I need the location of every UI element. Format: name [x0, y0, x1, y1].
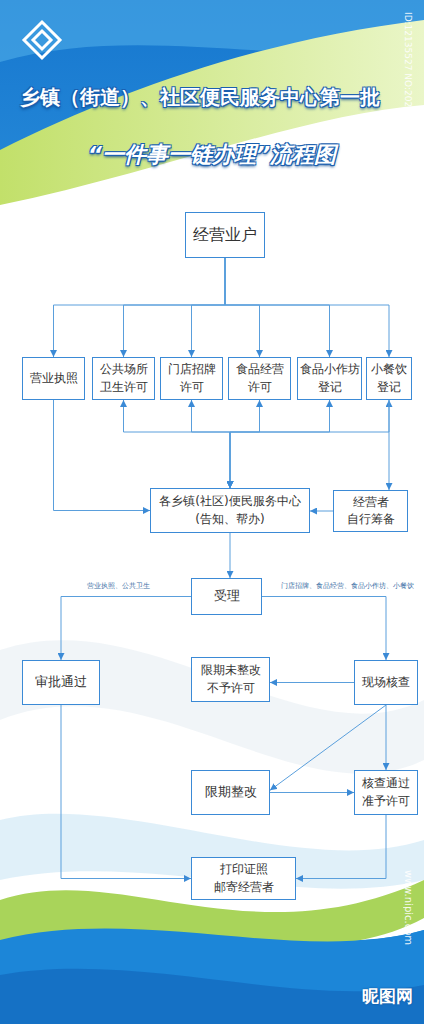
- box-text: 食品经营 许可: [229, 361, 290, 396]
- connector-arrow: [262, 597, 386, 661]
- box-text: 审批通过: [35, 673, 87, 692]
- box-text: 受理: [214, 587, 240, 606]
- edge-label: 门店招牌、食品经营、食品小作坊、小餐饮: [281, 581, 414, 591]
- connector-arrow: [225, 258, 330, 357]
- process-box: 经营者 自行筹备: [333, 490, 408, 532]
- connector-arrow: [270, 682, 354, 683]
- connector-arrow: [61, 597, 191, 661]
- box-text: 限期整改: [205, 783, 257, 802]
- process-box: 门店招牌 许可: [160, 357, 223, 400]
- box-text: 限期未整改 不予许可: [192, 662, 269, 697]
- connector-arrow: [192, 258, 226, 357]
- connector-arrow: [54, 258, 226, 357]
- watermark-id: ID:12135527 NO:20201004110051744000: [403, 12, 413, 205]
- connector-arrow: [230, 400, 260, 488]
- logo: [24, 22, 60, 58]
- connector-arrow: [389, 400, 390, 490]
- box-text: 食品小作坊 登记: [298, 361, 361, 396]
- process-box: 限期未整改 不予许可: [191, 657, 270, 702]
- connector-arrow: [230, 400, 389, 488]
- box-text: 经营者 自行筹备: [334, 494, 407, 529]
- start-box: 经营业户: [185, 212, 265, 258]
- connector-arrow: [124, 258, 226, 357]
- connector-arrow: [230, 400, 330, 488]
- process-box: 食品小作坊 登记: [297, 357, 362, 400]
- connector-arrow: [386, 705, 387, 770]
- connector-arrow: [230, 533, 231, 578]
- process-box: 营业执照: [22, 357, 85, 400]
- poster-title: 乡镇（街道）、社区便民服务中心第一批: [20, 84, 380, 111]
- box-text: 各乡镇(社区)便民服务中心 (告知、帮办): [151, 493, 309, 528]
- box-text: 营业执照: [30, 370, 78, 387]
- watermark-site: www.nipic.com: [403, 870, 414, 945]
- process-box: 审批通过: [22, 660, 100, 705]
- connector-arrow: [310, 511, 333, 512]
- process-box: 限期整改: [191, 770, 270, 815]
- poster-subtitle: “一件事一链办理”流程图: [0, 140, 424, 170]
- process-box: 小餐饮 登记: [366, 357, 412, 400]
- connector-arrow: [54, 400, 151, 511]
- connector-arrow: [61, 705, 191, 879]
- box-text: 公共场所 卫生许可: [93, 361, 154, 396]
- connector-arrow: [124, 400, 231, 488]
- process-box: 现场核查: [354, 660, 418, 705]
- process-box: 食品经营 许可: [228, 357, 291, 400]
- watermark-brand: 昵图网: [362, 985, 413, 1008]
- connector-arrow: [192, 400, 231, 488]
- box-text: 核查通过 准予许可: [355, 775, 417, 810]
- process-box: 各乡镇(社区)便民服务中心 (告知、帮办): [150, 488, 310, 533]
- box-text: 小餐饮 登记: [367, 361, 411, 396]
- edge-label: 营业执照、公共卫生: [87, 581, 150, 591]
- process-box: 受理: [191, 578, 262, 615]
- box-text: 现场核查: [362, 674, 410, 691]
- box-text: 经营业户: [193, 223, 257, 246]
- connector-arrow: [225, 258, 389, 357]
- connector-arrow: [296, 815, 386, 879]
- process-box: 核查通过 准予许可: [354, 770, 418, 815]
- process-box: 公共场所 卫生许可: [92, 357, 155, 400]
- process-box: 打印证照 邮寄经营者: [191, 857, 296, 900]
- connector-arrow: [225, 258, 260, 357]
- box-text: 打印证照 邮寄经营者: [192, 861, 295, 896]
- box-text: 门店招牌 许可: [161, 361, 222, 396]
- connector-arrow: [270, 792, 354, 793]
